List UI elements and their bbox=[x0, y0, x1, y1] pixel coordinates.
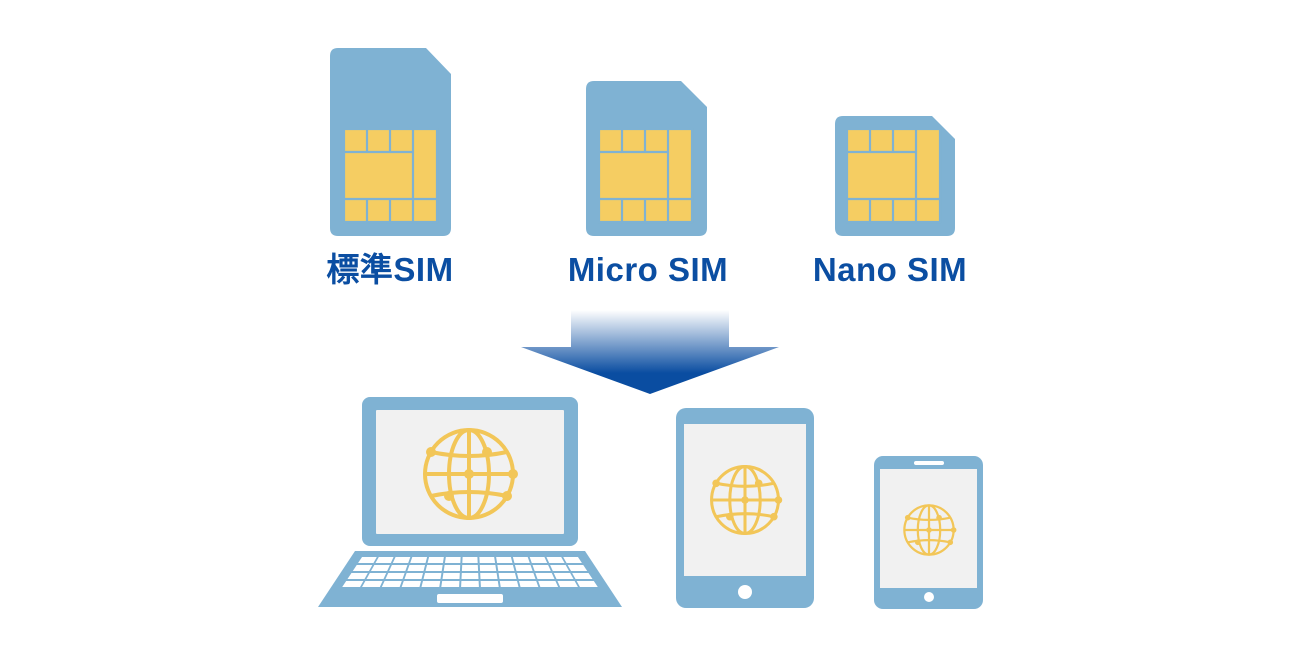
standard-sim-card-icon bbox=[330, 48, 451, 236]
laptop-icon bbox=[318, 397, 622, 607]
globe-icon bbox=[903, 504, 957, 556]
micro-sim-card-icon bbox=[586, 81, 707, 236]
sim-chip-icon bbox=[597, 127, 694, 224]
sim-chip-icon bbox=[845, 127, 942, 224]
globe-icon bbox=[710, 465, 783, 535]
micro-sim-label: Micro SIM bbox=[567, 251, 729, 288]
nano-sim-label: Nano SIM bbox=[812, 251, 968, 288]
down-arrow-icon bbox=[521, 310, 779, 394]
nano-sim-card-icon bbox=[835, 116, 955, 236]
smartphone-icon bbox=[874, 456, 983, 609]
standard-sim-label: 標準SIM bbox=[326, 251, 454, 288]
globe-icon bbox=[423, 428, 518, 520]
sim-chip-icon bbox=[342, 127, 439, 224]
keyboard bbox=[342, 557, 598, 587]
tablet-icon bbox=[676, 408, 814, 608]
